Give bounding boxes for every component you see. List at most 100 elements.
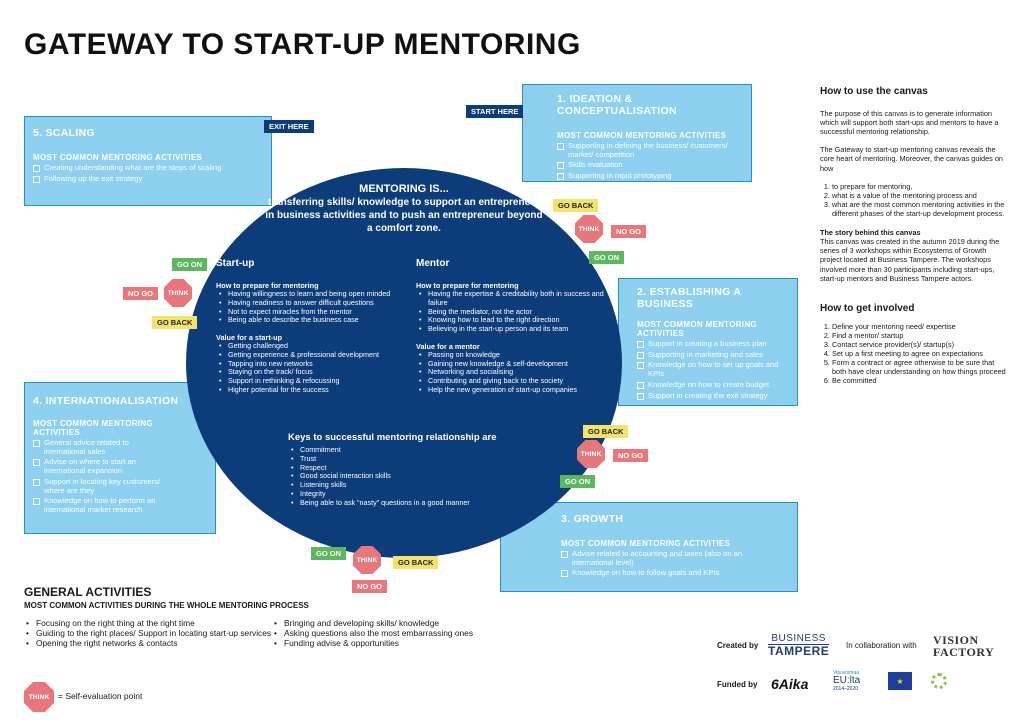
list-item: Supporting in defining the business/ cus… [557, 141, 739, 159]
list-item: Guiding to the right places/ Support in … [24, 628, 272, 638]
keys-title: Keys to successful mentoring relationshi… [288, 432, 497, 443]
checkbox-icon [637, 381, 644, 389]
funded-by-label: Funded by [717, 680, 758, 689]
list-item: Good social interaction skills [288, 472, 538, 481]
think-stop-icon: THINK [164, 279, 192, 307]
list-item: Define your mentoring need/ expertise [832, 322, 1010, 331]
phase-scaling: 5. SCALING MOST COMMON MENTORING ACTIVIT… [24, 116, 272, 206]
list-item: Higher potential for the success [216, 385, 406, 395]
list-item: Focusing on the right thing at the right… [24, 618, 272, 628]
list-item: Form a contract or agree otherwise to be… [832, 358, 1010, 376]
list-item: Having readiness to answer difficult que… [216, 298, 406, 308]
list-item: Be committed [832, 376, 1010, 385]
vision-factory-logo: VISION FACTORY [933, 633, 995, 659]
list-item: Having the expertise & creditability bot… [416, 289, 606, 308]
mentor-title: Mentor [416, 258, 450, 269]
go-back-tag: GO BACK [583, 425, 629, 438]
list-item: Knowledge on how to perform an internati… [33, 496, 161, 514]
list-item: Support in creating a business plan [637, 339, 789, 349]
canvas-info: How to use the canvas The purpose of thi… [820, 86, 1010, 386]
list-item: Knowledge on how to set up goals and KPI… [637, 360, 789, 378]
list-item: General advice related to international … [33, 438, 161, 456]
list-item: Advise on where to start an internationa… [33, 457, 161, 475]
phase-growth: 3. GROWTH MOST COMMON MENTORING ACTIVITI… [500, 502, 798, 592]
phase-subtitle: MOST COMMON MENTORING ACTIVITIES [557, 131, 727, 140]
checkbox-icon [557, 173, 564, 181]
checkbox-icon [637, 392, 644, 400]
list-item: Supporting in rapid prototyping [557, 171, 739, 181]
general-activities: GENERAL ACTIVITIES MOST COMMON ACTIVITIE… [24, 585, 544, 648]
list-item: Advise related to accounting and taxes (… [561, 549, 785, 567]
no-go-tag: NO GO [123, 287, 159, 300]
section-title: GENERAL ACTIVITIES [24, 585, 152, 599]
list-item: Being able to describe the business case [216, 316, 406, 325]
created-by-label: Created by [717, 641, 759, 650]
list-item: Support in rethinking & refocussing [216, 376, 406, 386]
checkbox-icon [637, 341, 644, 348]
list-item: Asking questions also the most embarrass… [272, 628, 522, 638]
go-on-tag: GO ON [311, 547, 347, 560]
list-item: what are the most common mentoring activ… [832, 200, 1010, 218]
exit-here-tag: EXIT HERE [264, 120, 314, 133]
checkbox-icon [561, 570, 568, 578]
phase-subtitle: MOST COMMON MENTORING ACTIVITIES [561, 539, 731, 548]
legend-text: = Self-evaluation point [58, 691, 143, 701]
six-aika-logo: 6Aika [771, 676, 809, 692]
list-item: Being able to ask “nasty” questions in a… [288, 498, 538, 508]
list-item: Listening skills [288, 480, 538, 490]
phase-title: 5. SCALING [33, 127, 95, 139]
list-item: Staying on the track/ focus [216, 368, 406, 377]
mentoring-circle: MENTORING IS... transferring skills/ kno… [186, 168, 622, 558]
section-subtitle: MOST COMMON ACTIVITIES DURING THE WHOLE … [24, 601, 309, 610]
list-item: Integrity [288, 489, 538, 499]
section-title: Value for a mentor [416, 341, 480, 351]
list-item: Support in creating the exit strategy [637, 391, 789, 401]
paragraph: This canvas was created in the autumn 20… [820, 237, 1000, 283]
go-on-tag: GO ON [589, 251, 625, 264]
list-item: Bringing and developing skills/ knowledg… [272, 618, 522, 628]
list-item: what is a value of the mentoring process… [832, 191, 1010, 200]
business-tampere-logo: BUSINESS TAMPERE [768, 633, 830, 658]
list-item: Knowledge on how to create budget [637, 380, 789, 390]
section-title: How to use the canvas [820, 86, 928, 97]
checkbox-icon [33, 498, 40, 506]
checkbox-icon [557, 143, 564, 150]
go-back-tag: GO BACK [553, 199, 599, 212]
go-back-tag: GO BACK [393, 556, 439, 569]
list-item: Commitment [288, 445, 538, 455]
list-item: to prepare for mentoring, [832, 182, 1010, 191]
list-item: Believing in the start-up person and its… [416, 324, 606, 334]
list-item: Getting challenged [216, 341, 406, 351]
regional-council-logo-icon [931, 673, 947, 689]
phase-title: 4. INTERNATIONALISATION [33, 395, 179, 407]
list-item: Trust [288, 454, 538, 464]
phase-establishing: 2. ESTABLISHING A BUSINESS MOST COMMON M… [618, 278, 798, 406]
list-item: Find a mentor/ startup [832, 331, 1010, 340]
section-title: Value for a start-up [216, 333, 283, 343]
list-item: Networking and socialising [416, 368, 606, 377]
list-item: Creating understanding what are the step… [33, 163, 233, 173]
checkbox-icon [33, 165, 40, 172]
list-item: Getting experience & professional develo… [216, 350, 406, 360]
go-back-tag: GO BACK [152, 316, 198, 329]
no-go-tag: NO GO [613, 449, 649, 462]
phase-title: 1. IDEATION & CONCEPTUALISATION [557, 93, 677, 117]
checkbox-icon [33, 440, 40, 447]
start-here-tag: START HERE [466, 105, 524, 118]
paragraph: The purpose of this canvas is to generat… [820, 109, 999, 137]
list-item: Tapping into new networks [216, 359, 406, 369]
collab-label: In collaboration with [846, 641, 917, 650]
go-on-tag: GO ON [172, 258, 208, 271]
think-stop-icon: THINK [575, 215, 603, 243]
list-item: Opening the right networks & contacts [24, 638, 272, 648]
phase-title: 2. ESTABLISHING A BUSINESS [637, 286, 741, 310]
list-item: Support in locating key customers/ where… [33, 477, 161, 495]
phase-subtitle: MOST COMMON MENTORING ACTIVITIES [33, 419, 153, 437]
no-go-tag: NO GO [352, 580, 388, 593]
go-on-tag: GO ON [560, 475, 596, 488]
no-go-tag: NO GO [611, 225, 647, 238]
checkbox-icon [33, 175, 40, 183]
think-stop-icon: THINK [353, 546, 381, 574]
list-item: Supporting in marketing and sales [637, 350, 789, 360]
keys-section: Keys to successful mentoring relationshi… [288, 432, 538, 507]
